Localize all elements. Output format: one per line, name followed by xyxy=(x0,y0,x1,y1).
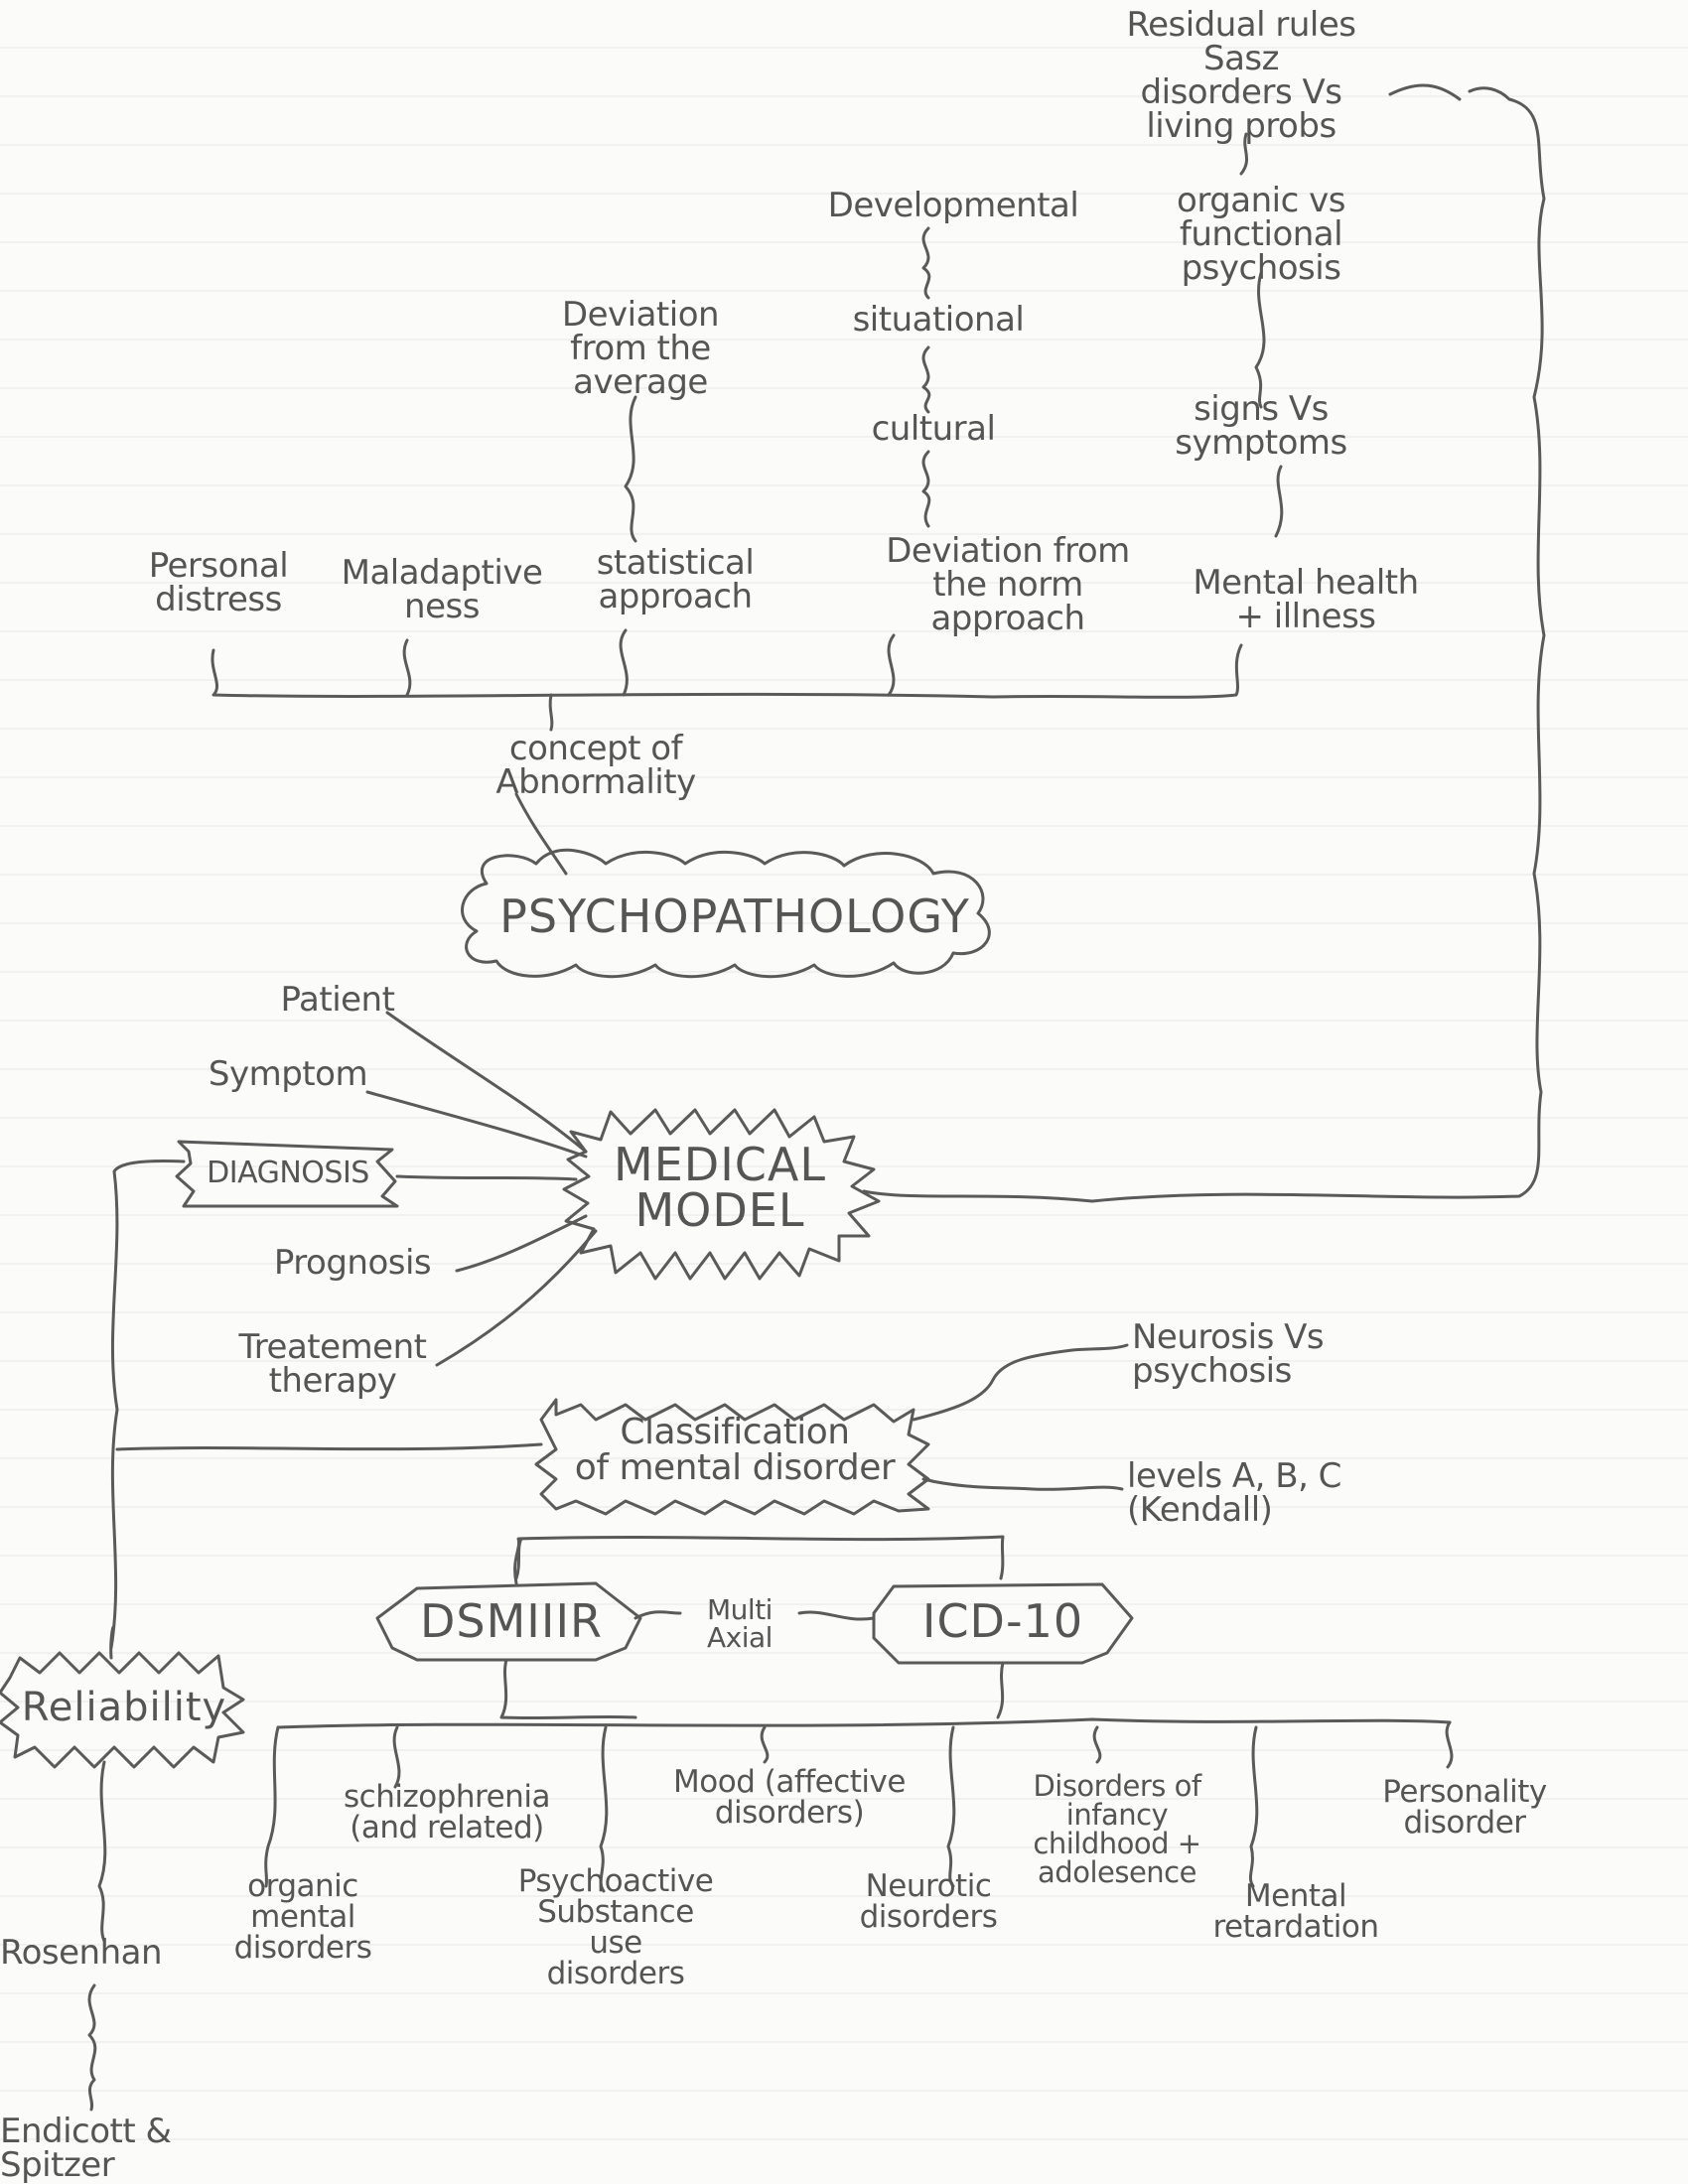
personal-distress-node: Personal distress xyxy=(148,546,289,619)
patient-to-medical-line xyxy=(385,1011,588,1154)
medical-to-prognosis-line xyxy=(455,1214,588,1273)
mental-health-node: Mental health + illness xyxy=(1193,563,1419,636)
avg-to-stat-line xyxy=(624,395,637,543)
residual-to-organic-line xyxy=(1239,132,1249,176)
diagnosis-box xyxy=(175,1140,399,1208)
concept-to-psycho-line xyxy=(514,792,568,876)
mental-retardation-node: Mental retardation xyxy=(1212,1878,1379,1945)
infancy-node: Disorders of infancy childhood + adolese… xyxy=(1033,1769,1201,1889)
psychopathology-cloud xyxy=(461,848,991,979)
symptom-node: Symptom xyxy=(208,1054,368,1094)
icd-node: ICD-10 xyxy=(921,1594,1084,1648)
diagnosis-to-medical-line xyxy=(395,1174,578,1181)
psychopathology-node: PSYCHOPATHOLOGY xyxy=(499,889,970,943)
reliability-to-rosenhan-line xyxy=(97,1760,107,1943)
psychoactive-node: Psychoactive Substance use disorders xyxy=(517,1863,714,1991)
classification-starburst xyxy=(534,1398,930,1516)
mood-node: Mood (affective disorders) xyxy=(673,1764,906,1831)
outer-loop-line xyxy=(862,83,1546,1203)
deviation-average-node: Deviation from the average xyxy=(561,295,720,402)
deviation-norm-node: Deviation from the norm approach xyxy=(886,531,1130,638)
classification-left-line xyxy=(115,1442,543,1451)
multi-axial-node: Multi Axial xyxy=(707,1593,773,1654)
symptom-to-medical-line xyxy=(365,1090,588,1159)
organic-functional-node: organic vs functional psychosis xyxy=(1177,181,1345,288)
situational-node: situational xyxy=(852,300,1025,340)
reliability-starburst xyxy=(0,1651,245,1769)
multi-to-icd-line xyxy=(797,1610,876,1621)
levels-node: levels A, B, C (Kendall) xyxy=(1127,1456,1341,1530)
endicott-node: Endicott & Spitzer xyxy=(0,2112,172,2184)
dev-to-sit-line xyxy=(921,226,931,300)
classification-node: Classification of mental disorder xyxy=(574,1412,896,1488)
organic-to-signs-line xyxy=(1254,271,1266,409)
cultural-node: cultural xyxy=(871,409,996,449)
signs-to-mental-line xyxy=(1274,465,1284,538)
bracket-to-concept-line xyxy=(548,693,554,732)
patient-node: Patient xyxy=(280,980,395,1020)
dsm-box xyxy=(375,1581,642,1662)
classification-to-levels-line xyxy=(921,1477,1124,1491)
maladaptiveness-node: Maladaptive ness xyxy=(341,553,543,626)
medical-model-node: MEDICAL MODEL xyxy=(614,1138,826,1237)
cult-to-norm-line xyxy=(921,450,931,528)
rosenhan-node: Rosenhan xyxy=(0,1933,163,1973)
statistical-node: statistical approach xyxy=(596,543,755,616)
icd-box xyxy=(872,1582,1134,1665)
concepts-bracket-line xyxy=(211,643,1243,699)
dsm-to-multi-line xyxy=(633,1610,682,1620)
medical-to-treatment-line xyxy=(435,1229,598,1367)
personality-node: Personality disorder xyxy=(1382,1774,1547,1841)
developmental-node: Developmental xyxy=(827,186,1079,225)
organic-mental-node: organic mental disorders xyxy=(233,1868,372,1966)
residual-rules-node: Residual rules Sasz disorders Vs living … xyxy=(1126,5,1357,146)
dsm-node: DSMIIIR xyxy=(420,1594,603,1648)
medical-model-starburst xyxy=(562,1108,881,1281)
prognosis-node: Prognosis xyxy=(273,1243,432,1283)
diagnosis-to-reliability-line xyxy=(109,1160,186,1660)
rosenhan-to-endicott-line xyxy=(87,1983,97,2112)
classification-to-neurosis-line xyxy=(912,1343,1129,1422)
signs-symptoms-node: signs Vs symptoms xyxy=(1175,389,1347,463)
schizophrenia-node: schizophrenia (and related) xyxy=(344,1779,550,1845)
classification-bracket-line xyxy=(513,1535,1005,1585)
neurotic-node: Neurotic disorders xyxy=(859,1868,998,1935)
categories-bar-line xyxy=(276,1717,1452,1729)
reliability-node: Reliability xyxy=(21,1685,227,1730)
treatment-node: Treatement therapy xyxy=(238,1327,427,1401)
diagnosis-node: DIAGNOSIS xyxy=(207,1156,369,1190)
sit-to-cult-line xyxy=(921,345,931,414)
neurosis-psychosis-node: Neurosis Vs psychosis xyxy=(1132,1317,1325,1391)
concept-abnormality-node: concept of Abnormality xyxy=(495,729,696,802)
